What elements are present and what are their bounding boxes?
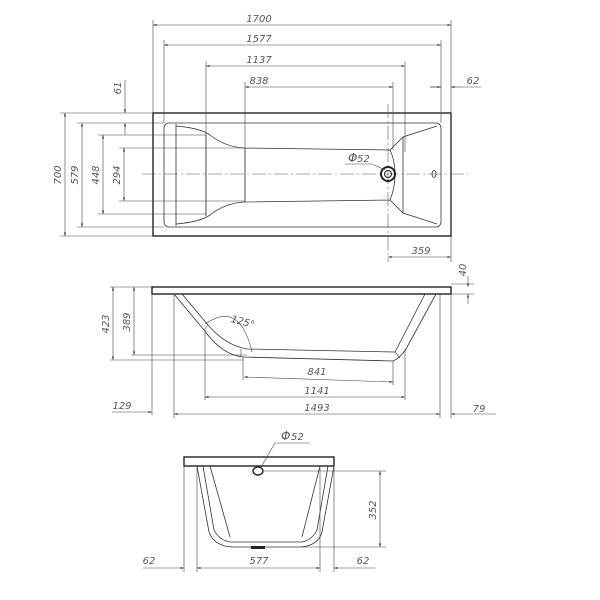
tub-rim-inner	[163, 122, 442, 228]
side-basin	[173, 293, 437, 362]
dim-62-right: 62	[357, 556, 370, 567]
dim-359: 359	[411, 246, 430, 257]
angle-125: 125°	[230, 314, 256, 331]
top-view: 1700 1577 1137 838 62 61 700 579 448 294…	[53, 14, 481, 262]
tub-outline	[152, 112, 452, 237]
dim-579: 579	[70, 165, 81, 184]
diameter-symbol: Φ	[348, 151, 357, 165]
side-extension-lines	[110, 283, 474, 418]
dim-1577: 1577	[246, 34, 272, 45]
dim-129: 129	[112, 401, 131, 412]
dim-700: 700	[53, 165, 64, 184]
dim-294: 294	[112, 165, 123, 184]
dim-1700: 1700	[246, 14, 271, 25]
dim-423: 423	[101, 314, 112, 333]
overflow-icon-front	[252, 466, 264, 476]
dim-352: 352	[368, 500, 379, 519]
side-rim	[151, 286, 452, 295]
drain-icon	[380, 166, 396, 182]
side-basin-details	[203, 324, 401, 359]
dim-40: 40	[458, 264, 469, 277]
dim-1141: 1141	[304, 386, 329, 397]
drain-front	[251, 546, 265, 549]
dim-1137: 1137	[246, 55, 272, 66]
leader-overflow	[260, 442, 310, 468]
front-rim	[183, 456, 335, 467]
dim-61: 61	[113, 82, 124, 95]
dim-1493: 1493	[304, 403, 329, 414]
front-view: Φ 52 352 62 577 62	[143, 429, 386, 572]
tub-basin-lines	[175, 124, 438, 226]
extension-lines	[60, 20, 452, 262]
drain-inner	[384, 170, 392, 178]
leader-drain	[345, 163, 386, 171]
overflow-icon	[431, 170, 437, 178]
dim-line-841	[243, 376, 394, 383]
dim-overflow-52: 52	[291, 432, 304, 443]
dim-389: 389	[122, 312, 133, 331]
dim-838: 838	[249, 76, 268, 87]
diameter-symbol-front: Φ	[281, 429, 290, 443]
angle-arc	[204, 316, 253, 353]
dim-drain-52: 52	[357, 154, 370, 165]
dim-448: 448	[91, 165, 102, 184]
dim-841: 841	[307, 367, 326, 378]
dim-79: 79	[473, 404, 486, 415]
dim-577: 577	[249, 556, 269, 567]
side-view: 423 389 40 125° 841 1141 1493 129 79	[101, 264, 496, 418]
dim-62-left: 62	[143, 556, 156, 567]
dim-62: 62	[467, 76, 480, 87]
front-extension-lines	[183, 466, 386, 572]
front-basin	[196, 465, 335, 548]
